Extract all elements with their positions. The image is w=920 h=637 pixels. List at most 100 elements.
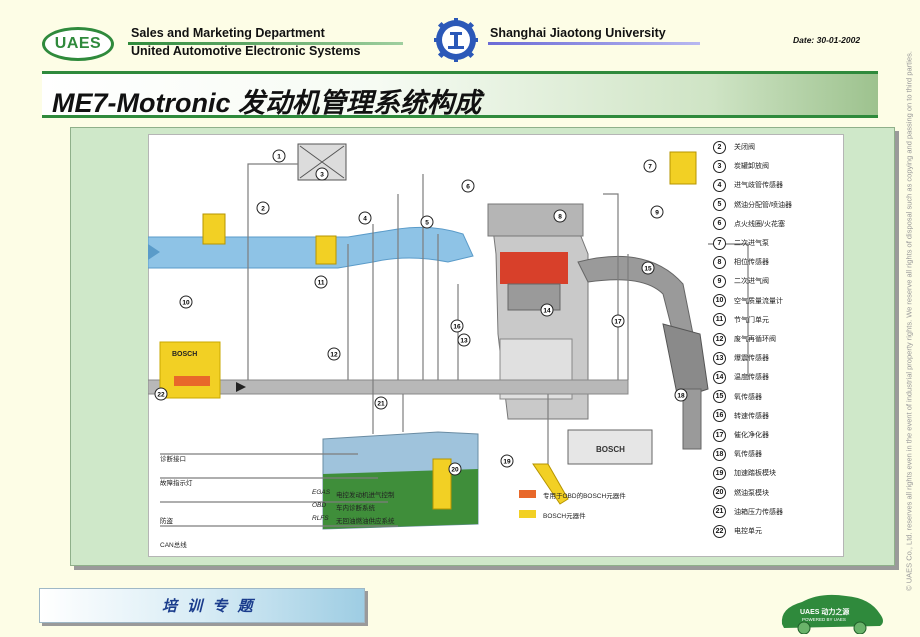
car-logo-icon: UAES 动力之源 POWERED BY UAES [781,594,883,634]
title-bar: ME7-Motronic 发动机管理系统构成 [42,71,878,118]
signal-can-bus: CAN总线 [160,542,187,549]
callout-circle [374,396,388,410]
callout-circle [540,303,554,317]
throttle-unit [315,235,337,265]
legend-number: 20 [713,486,726,500]
legend-number: 9 [713,274,726,288]
callout-number: 4 [363,216,367,223]
ecu-brand-label: BOSCH [172,351,197,358]
callout-number: 2 [261,206,265,213]
callout-number: 22 [157,392,165,399]
copyright-vertical: © UAES Co., Ltd. reserves all rights eve… [904,51,914,591]
callout-circle [154,387,168,401]
legend-number: 18 [713,447,726,461]
legend-label: 电控单元 [734,528,762,535]
engine-system-diagram: BOSCH BOSCH 1234567891011121314151617181… [148,143,749,530]
callout-circle [179,295,193,309]
callout-number: 5 [425,220,429,227]
legend-number: 4 [713,178,726,192]
canister-cross [299,145,345,179]
callout-number: 9 [655,210,659,217]
legend-label: 油箱压力传感器 [734,508,783,516]
legend-label: 关闭阀 [734,144,755,151]
callout-circle [358,211,372,225]
key-swatch-obd [519,490,536,498]
car-logo-text: UAES 动力之源 [800,607,849,616]
signal-fault-lamp: 故障指示灯 [160,480,193,487]
callout-circle [641,261,655,275]
callout-circle [315,167,329,181]
abbr-obd-text: 车内诊断系统 [336,505,375,512]
combustion-chamber [500,252,568,284]
catalytic-converter [662,323,709,400]
header-underline-left [128,42,403,45]
legend-number: 13 [713,351,726,365]
legend-number: 2 [713,140,726,154]
legend-number: 11 [713,313,726,327]
engine-head [487,203,584,237]
legend-label: 爆震传感器 [734,355,769,363]
legend-number: 14 [713,370,726,384]
intake-pipe [148,226,474,269]
legend-item: 18 氧传感器 [713,446,762,462]
fuel-pump [432,458,452,510]
abbr-obd: OBD [312,502,327,509]
callout-circle [420,215,434,229]
piston [507,283,561,311]
accelerator-pedal [532,463,569,505]
secondary-air-pump [669,151,697,185]
callout-circle [461,179,475,193]
logo-text: UAES [54,35,102,52]
department-label: Sales and Marketing Department [131,26,325,40]
page-title: ME7-Motronic 发动机管理系统构成 [52,88,481,118]
legend-number: 16 [713,409,726,423]
callout-circle [272,149,286,163]
abbr-rlfs-text: 无回油燃油供应系统 [336,518,395,525]
legend-number: 21 [713,505,726,519]
legend-label: 二次进气泵 [734,240,769,247]
key-swatch-bosch [519,510,536,518]
legend-label: 氧传感器 [734,451,762,459]
legend-number: 7 [713,236,726,250]
signal-diagnostic: 诊断接口 [160,456,186,463]
date-label: Date: 30-01-2002 [793,35,861,45]
legend-number: 17 [713,428,726,442]
legend-item: 21 油箱压力传感器 [713,504,783,520]
legend-item: 7 二次进气泵 [713,235,769,251]
legend-item: 13 爆震传感器 [713,350,769,366]
callout-circle [674,388,688,402]
callout-circle [256,201,270,215]
training-topic-box: 培 训 专 题 [39,588,365,623]
legend-number: 10 [713,294,726,308]
company-label: United Automotive Electronic Systems [131,44,361,58]
signal-wires [160,163,749,527]
legend-item: 22 电控单元 [713,523,762,539]
callout-number: 18 [677,393,685,400]
legend-number: 12 [713,332,726,346]
callout-circle [314,275,328,289]
key-label-bosch: BOSCH元器件 [543,513,586,520]
signal-immobilizer: 防盗 [160,518,173,525]
legend-label: 氧传感器 [734,393,762,401]
callout-number: 6 [466,184,470,191]
lower-arrow-icon [236,382,246,392]
ecu-box [159,341,221,399]
legend-number: 3 [713,159,726,173]
callout-circle [450,319,464,333]
callout-circle [327,347,341,361]
legend-number: 22 [713,524,726,538]
university-label: Shanghai Jiaotong University [490,26,666,40]
battery-brand-label: BOSCH [596,445,625,454]
legend-label: 催化净化器 [734,432,769,439]
callout-circle [457,333,471,347]
callout-number: 20 [451,467,459,474]
